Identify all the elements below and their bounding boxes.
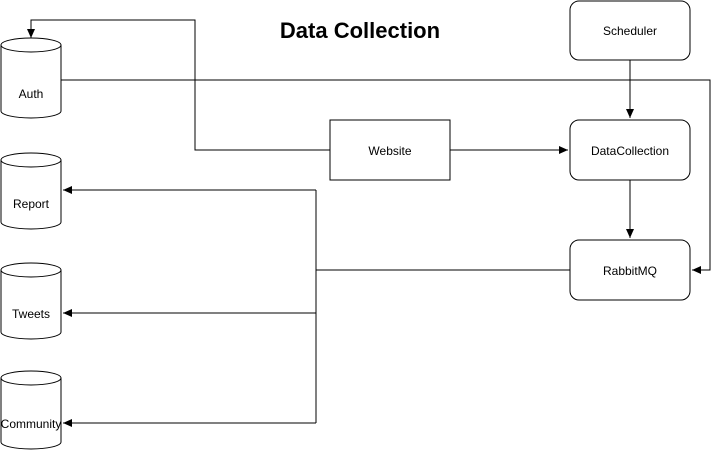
edge-website-to-auth — [27, 19, 330, 151]
datacollection-label: DataCollection — [591, 144, 669, 158]
scheduler-box: Scheduler — [569, 0, 691, 61]
website-box: Website — [329, 119, 451, 181]
community-label: Community — [1, 417, 62, 431]
community-database: Community — [0, 370, 62, 450]
auth-label: Auth — [19, 87, 44, 101]
rabbitmq-box: RabbitMQ — [569, 239, 691, 301]
scheduler-label: Scheduler — [603, 24, 657, 38]
tweets-label: Tweets — [12, 307, 50, 321]
report-label: Report — [13, 197, 50, 211]
tweets-database: Tweets — [0, 262, 62, 340]
diagram-title: Data Collection — [280, 18, 440, 43]
report-database: Report — [0, 152, 62, 230]
auth-database: Auth — [0, 37, 62, 119]
website-label: Website — [368, 144, 411, 158]
rabbitmq-label: RabbitMQ — [603, 264, 657, 278]
edge-auth-to-rabbitmq — [61, 79, 711, 274]
datacollection-box: DataCollection — [569, 119, 691, 181]
